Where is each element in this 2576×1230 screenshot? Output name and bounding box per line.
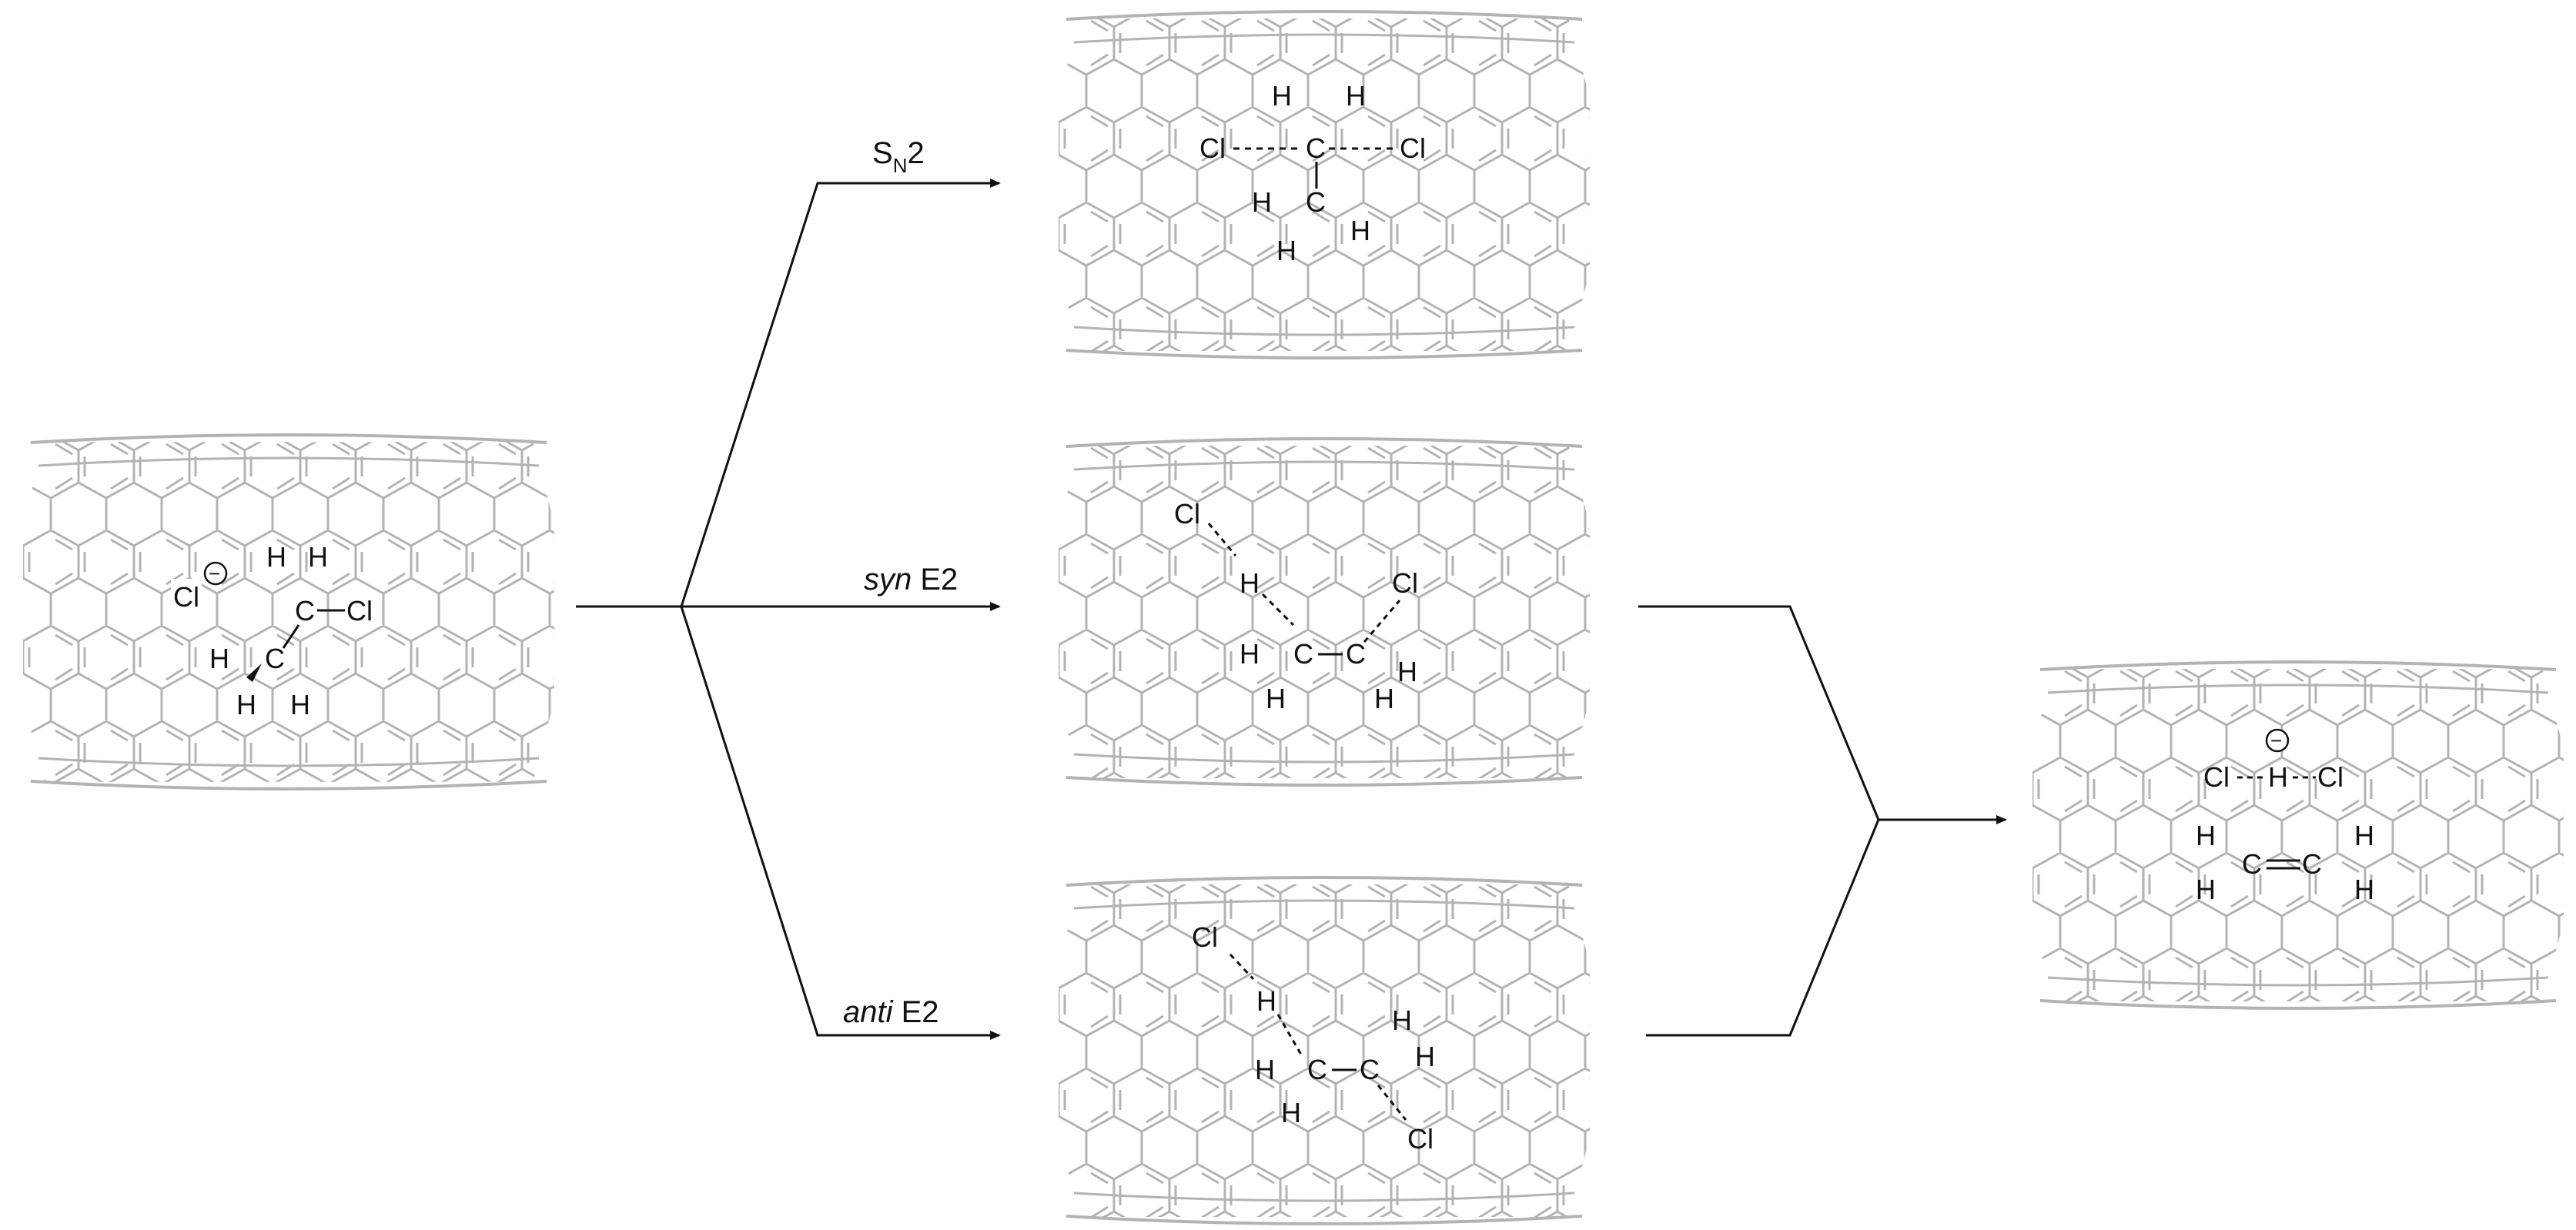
reaction-arrows bbox=[576, 179, 2007, 1040]
reactant-c1: C bbox=[295, 595, 315, 627]
product-cl-right: Cl bbox=[2317, 761, 2343, 793]
sn2-cl-left: Cl bbox=[1199, 132, 1226, 164]
syn-c2: C bbox=[1346, 638, 1366, 670]
nanotube-sn2 bbox=[1059, 10, 1590, 359]
syn-h-left: H bbox=[1239, 638, 1260, 670]
wedge-bond bbox=[246, 663, 262, 682]
reactant-h4: H bbox=[236, 689, 256, 720]
bond-c1-c2 bbox=[282, 624, 300, 649]
reactant-h1: H bbox=[266, 541, 286, 573]
anti-dash-c-cl bbox=[1377, 1085, 1407, 1121]
anti-e2-label: anti E2 bbox=[843, 995, 939, 1029]
anti-cl-bottom: Cl bbox=[1407, 1123, 1434, 1155]
syn-h-bottom-right: H bbox=[1374, 683, 1394, 714]
sn2-label-tail: 2 bbox=[907, 136, 924, 170]
anti-h-left: H bbox=[1255, 1054, 1275, 1085]
product-h-ur: H bbox=[2354, 820, 2374, 851]
reactant-c2: C bbox=[265, 643, 285, 674]
sn2-h2: H bbox=[1346, 80, 1366, 112]
sn2-h3: H bbox=[1252, 186, 1272, 218]
sn2-h5: H bbox=[1350, 215, 1370, 246]
reactant-cl-ion: Cl bbox=[173, 581, 199, 613]
anti-merge-line bbox=[1646, 819, 1880, 1037]
product-h-ll: H bbox=[2196, 874, 2216, 905]
atom-bg bbox=[171, 579, 202, 610]
sn2-h4: H bbox=[1276, 235, 1296, 266]
anti-c2: C bbox=[1360, 1054, 1380, 1085]
product-molecule: Cl H − Cl H H C C H H bbox=[2196, 728, 2374, 905]
syn-merge-line bbox=[1638, 605, 1880, 821]
product-c1: C bbox=[2242, 848, 2262, 880]
reactant-h2: H bbox=[308, 541, 328, 573]
anti-molecule: Cl H H C C H H H Cl bbox=[1192, 921, 1435, 1155]
sn2-molecule: Cl C Cl H H C H H H bbox=[1199, 80, 1426, 266]
nanotube-anti bbox=[1059, 876, 1590, 1225]
nanotube-syn bbox=[1059, 437, 1590, 787]
syn-dash-h-c bbox=[1261, 593, 1295, 627]
sn2-label-sub: N bbox=[893, 154, 908, 177]
sn2-c1: C bbox=[1306, 132, 1326, 164]
syn-cl-top: Cl bbox=[1174, 498, 1200, 530]
syn-c1: C bbox=[1293, 638, 1313, 670]
syn-label-tail: E2 bbox=[912, 563, 958, 597]
anti-h-top-right: H bbox=[1392, 1004, 1412, 1036]
syn-label-italic: syn bbox=[864, 563, 912, 597]
anti-label-italic: anti bbox=[843, 995, 894, 1029]
charge-circle bbox=[203, 561, 228, 586]
nanotube-reactant bbox=[23, 433, 554, 790]
sn2-label-main: S bbox=[872, 136, 893, 170]
product-h-center: H bbox=[2268, 761, 2288, 793]
product-cl-left: Cl bbox=[2203, 761, 2230, 793]
syn-h-abstract: H bbox=[1239, 567, 1260, 599]
product-charge-circle bbox=[2265, 728, 2290, 753]
product-h-ul: H bbox=[2196, 820, 2216, 851]
reactant-h3: H bbox=[209, 643, 229, 674]
sn2-arrow bbox=[680, 179, 1001, 607]
product-c2: C bbox=[2302, 848, 2322, 880]
anti-c1: C bbox=[1307, 1054, 1327, 1085]
sn2-c2: C bbox=[1306, 186, 1326, 218]
product-charge-minus: − bbox=[2270, 729, 2282, 752]
sn2-h1: H bbox=[1272, 80, 1292, 112]
syn-cl-right: Cl bbox=[1392, 567, 1418, 599]
anti-h-bottom-left: H bbox=[1281, 1097, 1301, 1128]
sn2-label: SN2 bbox=[872, 136, 925, 177]
sn2-cl-right: Cl bbox=[1400, 132, 1426, 164]
anti-arrow bbox=[680, 606, 1001, 1040]
syn-h-right: H bbox=[1397, 656, 1417, 687]
reactant-h5: H bbox=[290, 689, 310, 720]
syn-dash-cl-h bbox=[1207, 523, 1237, 557]
charge-minus: − bbox=[209, 562, 220, 585]
anti-h-right: H bbox=[1415, 1041, 1435, 1072]
product-h-lr: H bbox=[2354, 874, 2374, 905]
reactant-molecule: Cl − H H C Cl C H H H bbox=[171, 541, 373, 720]
syn-h-bottom-left: H bbox=[1266, 683, 1286, 714]
anti-dash-h-c bbox=[1276, 1014, 1303, 1055]
anti-label-tail: E2 bbox=[893, 995, 939, 1029]
syn-e2-label: syn E2 bbox=[864, 563, 958, 597]
syn-molecule: Cl H H C C Cl H H H bbox=[1174, 498, 1418, 714]
anti-h-abstract: H bbox=[1256, 985, 1276, 1017]
nanotube-product bbox=[2032, 660, 2564, 1010]
anti-cl-top: Cl bbox=[1192, 921, 1218, 953]
reactant-cl: Cl bbox=[346, 595, 373, 627]
